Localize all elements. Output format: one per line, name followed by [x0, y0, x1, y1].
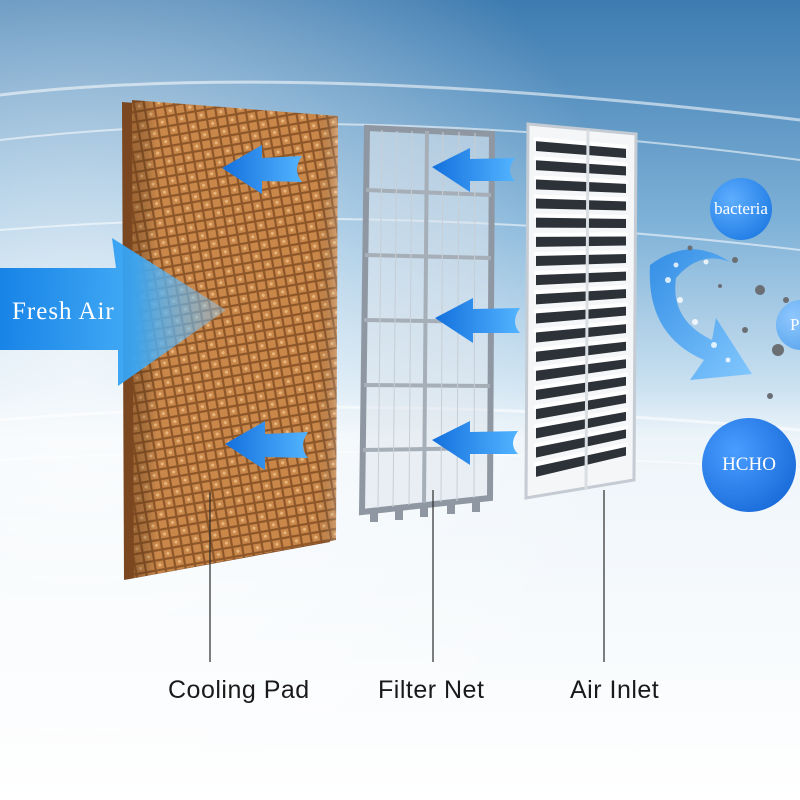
louver-blade	[534, 302, 628, 314]
louver-slot	[536, 305, 626, 324]
fresh-air-label: Fresh Air	[12, 298, 115, 325]
louver-blade	[534, 355, 628, 371]
louver-blade	[534, 390, 628, 410]
louver-slot	[536, 393, 626, 420]
louver-blade	[534, 194, 628, 202]
bacteria-bubble: bacteria	[710, 178, 772, 240]
bacteria-label: bacteria	[714, 199, 768, 218]
arrow-icon	[435, 298, 520, 343]
louver-slot	[536, 410, 626, 439]
arrow-icon	[222, 145, 302, 194]
louver-blade	[534, 407, 628, 429]
louver-slot	[536, 323, 626, 343]
louver-slot	[536, 445, 626, 477]
partial-bubble-label: P	[790, 315, 800, 334]
louver-blade	[534, 285, 628, 295]
cooling-pad-label: Cooling Pad	[168, 676, 310, 704]
louver-blade	[534, 267, 628, 276]
louver-blade	[534, 232, 628, 237]
louver-slot	[536, 340, 626, 362]
cooling-pad	[122, 100, 338, 580]
filter-net-label: Filter Net	[378, 676, 485, 704]
louver-slot	[536, 159, 626, 176]
air-inlet-grille	[524, 122, 638, 500]
louver-blade	[534, 320, 628, 333]
louver-slot	[536, 216, 626, 228]
hcho-label: HCHO	[722, 454, 776, 475]
arrow-icon	[432, 148, 515, 192]
louver-blade	[534, 137, 628, 149]
louver-slot	[536, 140, 626, 158]
louver-blade	[534, 175, 628, 184]
louver-slot	[536, 253, 626, 266]
louver-blade	[534, 156, 628, 167]
louver-blade	[534, 372, 628, 391]
louver-blade	[534, 425, 628, 448]
louver-slot	[536, 197, 626, 211]
hcho-bubble: HCHO	[702, 418, 796, 512]
leader-lines	[209, 490, 605, 662]
louver-slot	[536, 358, 626, 381]
louver-blade	[534, 442, 628, 467]
pollutant-debris	[687, 245, 789, 399]
louver-slot	[536, 375, 626, 401]
arrow-icon	[432, 421, 518, 465]
air-inlet-label: Air Inlet	[570, 676, 660, 704]
fresh-air-arrow	[0, 238, 226, 386]
louver-blade	[534, 250, 628, 256]
louver-blade	[534, 337, 628, 352]
louver-slot	[536, 235, 626, 247]
arrow-icon	[225, 421, 308, 470]
purification-swirl	[649, 249, 752, 380]
airflow-arrows	[222, 145, 520, 470]
louver-slot	[536, 428, 626, 458]
louver-blade	[534, 213, 628, 219]
